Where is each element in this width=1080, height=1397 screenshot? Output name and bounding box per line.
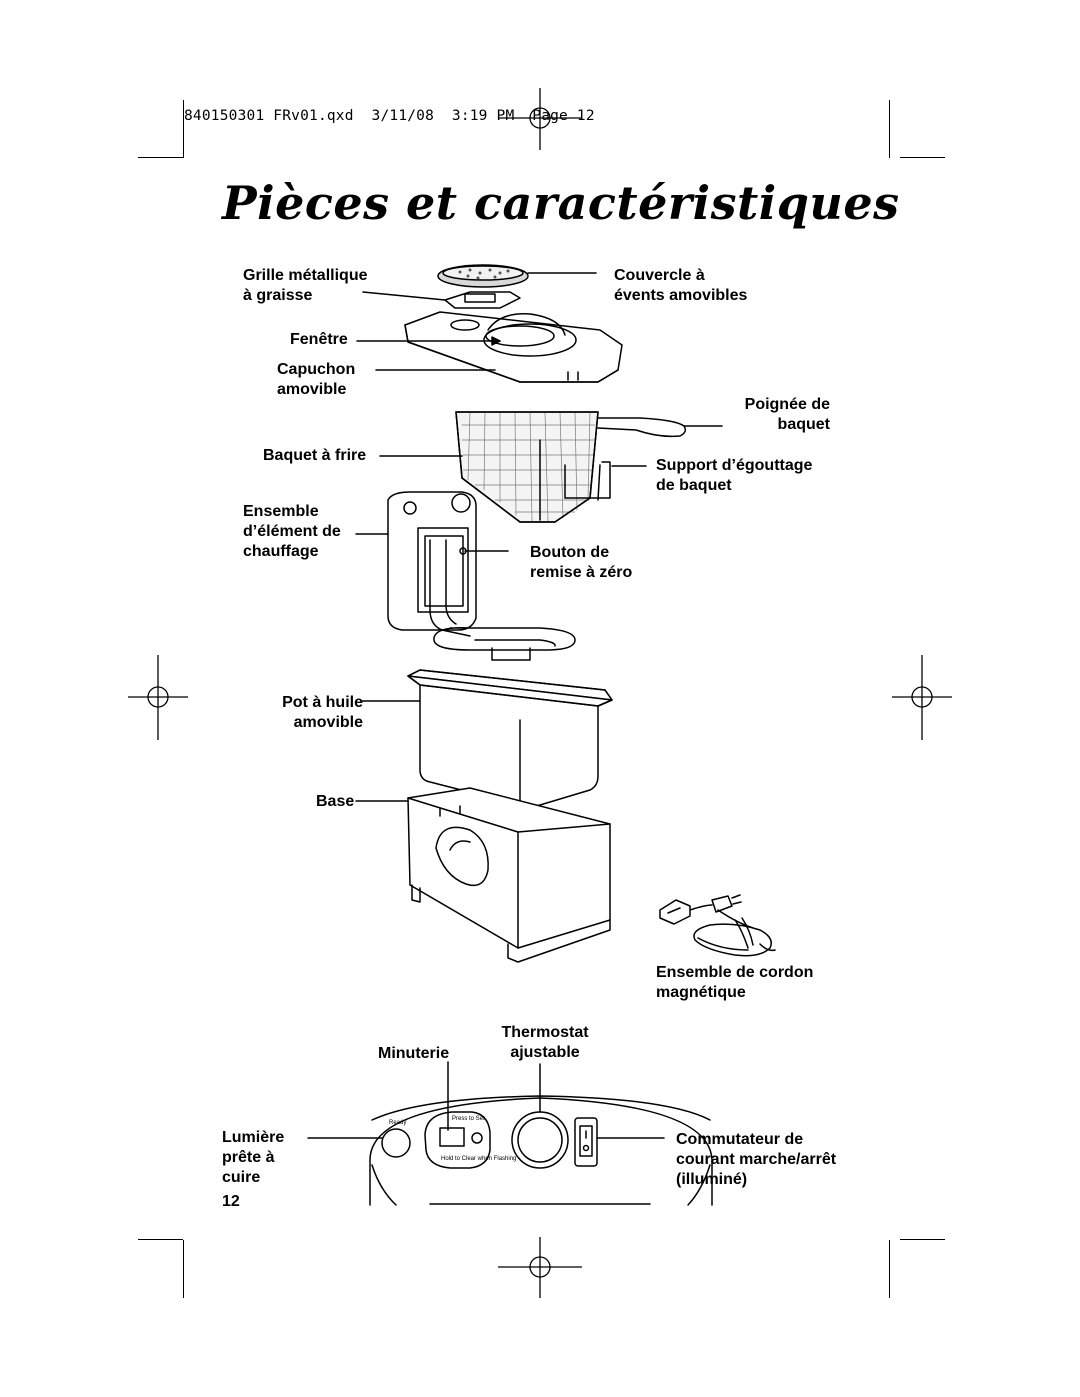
vent-drawing — [444, 291, 521, 309]
label-poignee: Poignée de baquet — [744, 396, 830, 433]
page-title: Pièces et caractéristiques — [222, 176, 900, 230]
hold-to-clear-text: Hold to Clear when Flashing — [441, 1156, 516, 1162]
label-cordon: Ensemble de cordon magnétique — [656, 964, 814, 1001]
label-bouton-remise: Bouton de remise à zéro — [530, 544, 633, 581]
label-commutateur: Commutateur de courant marche/arrêt (ill… — [676, 1131, 837, 1188]
basket-drawing — [455, 411, 687, 523]
cord-drawing — [659, 894, 776, 957]
leader-lines — [307, 272, 723, 1139]
label-grille-metallique: Grille métallique à graisse — [243, 267, 368, 304]
label-minuterie: Minuterie — [378, 1045, 450, 1062]
label-base: Base — [316, 793, 355, 810]
press-to-set-text: Press to Set — [452, 1116, 485, 1122]
label-thermostat: Thermostat ajustable — [501, 1024, 589, 1061]
registration-mark-left — [128, 655, 188, 740]
page-number: 12 — [222, 1193, 240, 1210]
label-lumiere: Lumière prête à cuire — [222, 1129, 285, 1186]
registration-mark-bottom — [498, 1237, 582, 1298]
lid-drawing — [404, 311, 623, 383]
ready-text: Ready — [389, 1120, 406, 1126]
label-baquet: Baquet à frire — [263, 447, 367, 464]
grease-filter-drawing — [437, 264, 529, 288]
heating-element-drawing — [387, 491, 576, 661]
label-couvercle: Couvercle à évents amovibles — [614, 267, 748, 304]
label-pot: Pot à huile amovible — [282, 694, 363, 731]
label-fenetre: Fenêtre — [290, 331, 348, 348]
oil-pot-drawing — [407, 669, 613, 808]
registration-mark-right — [892, 655, 952, 740]
label-support: Support d’égouttage de baquet — [656, 457, 813, 494]
label-ensemble-element: Ensemble d’élément de chauffage — [243, 503, 341, 560]
file-slug: 840150301 FRv01.qxd 3/11/08 3:19 PM Page… — [184, 108, 595, 124]
label-capuchon: Capuchon amovible — [277, 361, 356, 398]
registration-mark-top — [498, 88, 582, 150]
control-panel-drawing — [369, 1095, 713, 1212]
base-drawing — [407, 787, 611, 963]
